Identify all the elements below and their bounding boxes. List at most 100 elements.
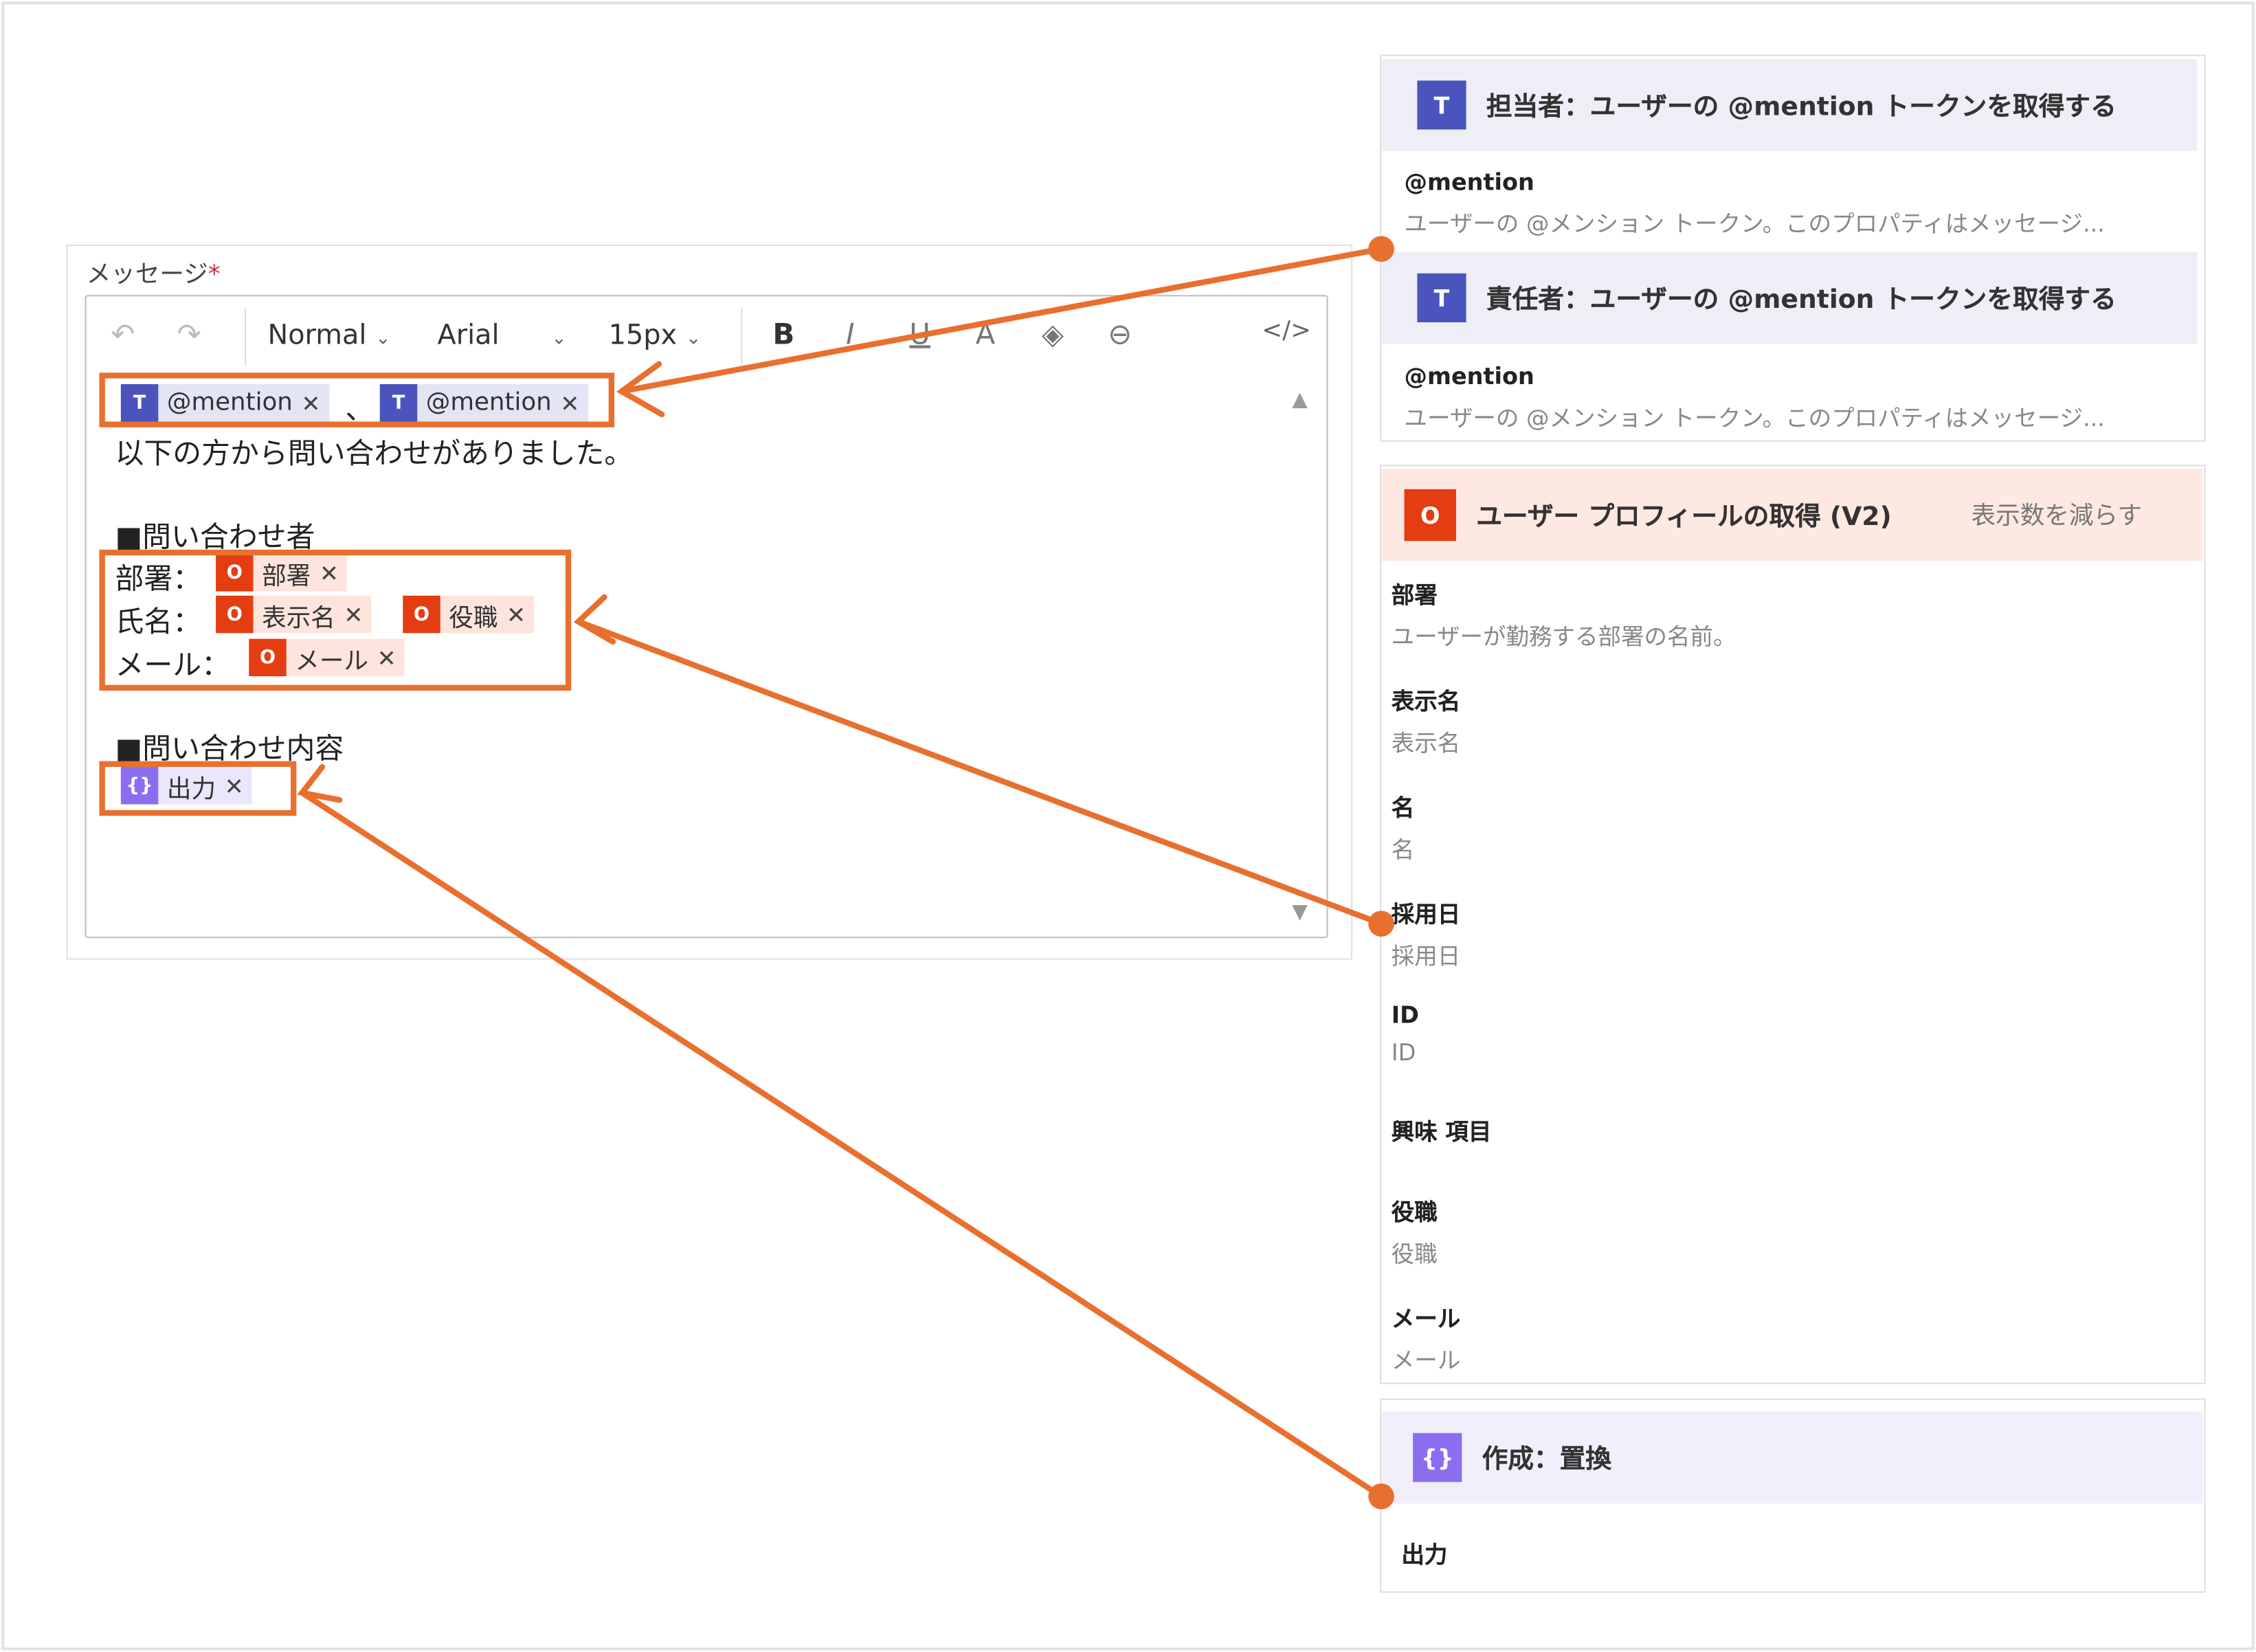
property-name[interactable]: 部署 [1391, 581, 1438, 609]
teams-icon: T [1417, 273, 1466, 323]
toolbar-divider [244, 308, 247, 366]
property-name[interactable]: 採用日 [1391, 900, 1461, 928]
property-name[interactable]: メール [1391, 1305, 1461, 1332]
arrow-origin-dot [1368, 1483, 1394, 1510]
scroll-down-icon[interactable]: ▼ [1292, 900, 1308, 924]
compose-icon: {} [1413, 1433, 1462, 1482]
property-name[interactable]: ID [1391, 1001, 1419, 1029]
token-label: 部署 [262, 561, 311, 591]
link-icon[interactable]: ⊖ [1108, 316, 1132, 351]
property-desc: ユーザーが勤務する部署の名前。 [1391, 623, 1736, 651]
body-text: 以下の方から問い合わせがありました。 [115, 436, 634, 471]
separator-text: 、 [345, 391, 375, 426]
job-title-token[interactable]: O 役職 ✕ [403, 595, 535, 634]
token-label: メール [295, 647, 369, 676]
property-name[interactable]: @mention [1404, 168, 1534, 196]
teams-action-header-1[interactable]: T 担当者：ユーザーの @mention トークンを取得する [1381, 58, 2198, 151]
section-heading: ■問い合わせ者 [115, 519, 315, 555]
arrow-line [575, 618, 1385, 927]
token-label: 役職 [449, 603, 498, 633]
highlight-output-token [99, 761, 297, 816]
undo-icon[interactable]: ↶ [111, 316, 135, 351]
section-heading: ■問い合わせ内容 [115, 730, 344, 766]
teams-icon: T [1417, 80, 1466, 130]
property-desc: ID [1391, 1038, 1416, 1067]
arrowhead [297, 763, 343, 803]
highlight-mentions [99, 372, 615, 427]
toolbar-divider [741, 308, 743, 366]
property-desc: メール [1391, 1346, 1461, 1374]
property-desc: ユーザーの @メンション トークン。このプロパティはメッセージ... [1404, 404, 2105, 432]
property-name[interactable]: 表示名 [1391, 687, 1461, 715]
highlight-profile-tokens [99, 549, 572, 691]
chevron-down-icon: ⌄ [685, 328, 702, 350]
required-mark: * [208, 260, 221, 289]
teams-icon: T [379, 384, 418, 422]
mention-token[interactable]: T@mention ✕ [120, 384, 329, 422]
rich-text-editor[interactable] [85, 295, 1328, 939]
token-label: @mention [166, 388, 293, 418]
teams-icon: T [120, 384, 159, 422]
size-value: 15px [608, 319, 678, 351]
compose-icon: {} [120, 766, 159, 805]
teams-mention-card: T 担当者：ユーザーの @mention トークンを取得する @mention ユ… [1379, 54, 2206, 442]
mail-token[interactable]: O メール ✕ [249, 638, 405, 677]
show-less-link[interactable]: 表示数を減らす [1971, 502, 2142, 531]
dept-token[interactable]: O 部署 ✕ [216, 554, 348, 592]
property-name[interactable]: 役職 [1391, 1198, 1438, 1226]
office-icon: O [403, 595, 440, 634]
close-icon[interactable]: ✕ [319, 559, 339, 587]
message-label-text: メッセージ [86, 260, 208, 289]
message-field-panel [66, 244, 1353, 960]
output-token[interactable]: {}出力 ✕ [120, 766, 253, 805]
property-desc: 役職 [1391, 1240, 1438, 1268]
close-icon[interactable]: ✕ [560, 389, 580, 417]
redo-icon[interactable]: ↷ [177, 316, 201, 351]
office-icon: O [1404, 489, 1456, 542]
close-icon[interactable]: ✕ [377, 643, 397, 671]
arrow-origin-dot [1368, 911, 1394, 937]
office-icon: O [216, 595, 254, 634]
arrowhead [616, 361, 665, 418]
property-name[interactable]: 出力 [1401, 1541, 1448, 1569]
property-desc: 表示名 [1391, 729, 1461, 757]
property-name[interactable]: @mention [1404, 362, 1534, 390]
office-icon: O [249, 638, 287, 677]
property-name[interactable]: 興味 項目 [1391, 1117, 1492, 1146]
code-view-icon[interactable]: </> [1262, 316, 1311, 346]
font-dropdown[interactable]: Arial ⌄ [438, 320, 567, 351]
mention-token[interactable]: T@mention✕ [379, 384, 588, 422]
bold-icon[interactable]: B [772, 316, 795, 351]
office-icon: O [216, 554, 254, 592]
chevron-down-icon: ⌄ [550, 328, 567, 350]
profile-action-header[interactable]: O ユーザー プロフィールの取得 (V2) 表示数を減らす [1381, 469, 2203, 561]
action-title: 作成：置換 [1482, 1444, 1612, 1475]
size-dropdown[interactable]: 15px ⌄ [609, 320, 702, 351]
token-label: 出力 [166, 774, 216, 804]
close-icon[interactable]: ✕ [301, 389, 321, 417]
fill-color-icon[interactable]: ◈ [1041, 316, 1064, 351]
compose-card: {} 作成：置換 出力 [1379, 1398, 2206, 1593]
close-icon[interactable]: ✕ [506, 601, 526, 628]
action-title: ユーザー プロフィールの取得 (V2) [1476, 502, 1892, 533]
compose-action-header[interactable]: {} 作成：置換 [1381, 1411, 2203, 1504]
scroll-up-icon[interactable]: ▲ [1292, 388, 1308, 412]
property-name[interactable]: 名 [1391, 794, 1415, 822]
close-icon[interactable]: ✕ [344, 601, 364, 628]
mail-label: メール： [115, 647, 231, 682]
arrow-line [618, 246, 1385, 394]
italic-icon[interactable]: I [846, 316, 855, 351]
dept-label: 部署： [115, 561, 202, 596]
font-value: Arial [437, 319, 500, 351]
style-dropdown[interactable]: Normal ⌄ [267, 320, 390, 351]
action-title: 担当者：ユーザーの @mention トークンを取得する [1486, 92, 2117, 122]
style-value: Normal [267, 319, 367, 351]
name-label: 氏名： [115, 604, 202, 639]
close-icon[interactable]: ✕ [224, 772, 244, 800]
arrowhead [573, 594, 616, 645]
arrow-origin-dot [1368, 236, 1394, 263]
